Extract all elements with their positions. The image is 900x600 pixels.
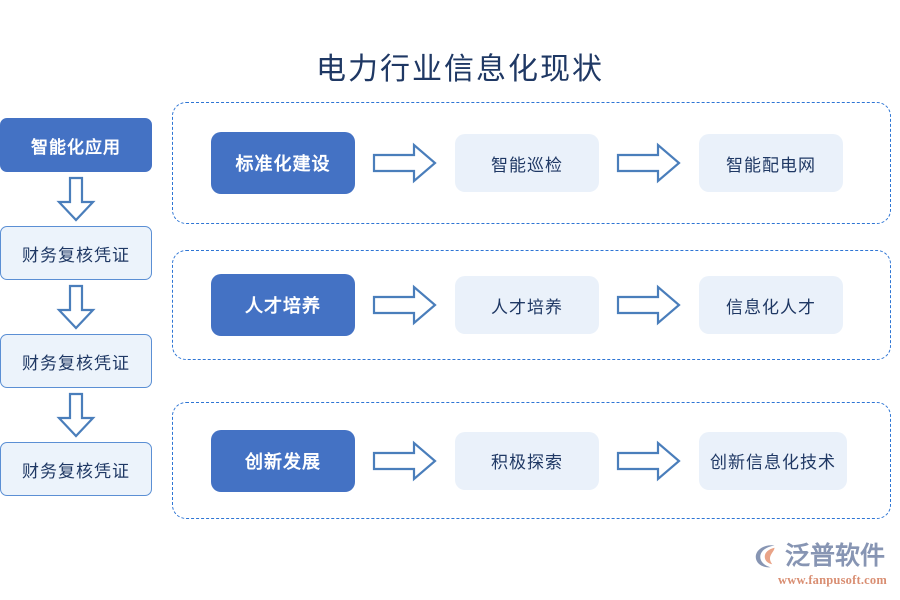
group-3-node-0[interactable]: 创新发展 xyxy=(211,429,355,492)
watermark-brand-row: 泛普软件 xyxy=(752,540,892,572)
group-row-1: 标准化建设 智能巡检 智能配电网 xyxy=(172,102,891,224)
group-row-1-flow: 标准化建设 智能巡检 智能配电网 xyxy=(211,132,843,194)
arrow-right-icon xyxy=(599,142,699,184)
group-3-node-2-label: 创新信息化技术 xyxy=(710,453,836,472)
watermark-url: www.fanpusoft.com xyxy=(778,573,887,587)
chain-node-2[interactable]: 财务复核凭证 xyxy=(0,334,152,388)
chain-node-0[interactable]: 智能化应用 xyxy=(0,118,152,172)
group-3-node-1[interactable]: 积极探索 xyxy=(455,431,599,490)
arrow-right-icon-svg xyxy=(616,440,681,481)
arrow-right-icon xyxy=(355,440,455,482)
group-2-node-1[interactable]: 人才培养 xyxy=(455,276,599,334)
arrow-down-icon-svg xyxy=(56,392,96,438)
group-1-node-2-label: 智能配电网 xyxy=(726,155,816,175)
group-3-node-2[interactable]: 创新信息化技术 xyxy=(699,431,847,490)
arrow-right-icon-svg xyxy=(616,142,681,184)
group-2-node-0-label: 人才培养 xyxy=(245,296,321,316)
arrow-right-icon xyxy=(599,284,699,326)
chain-node-2-label: 财务复核凭证 xyxy=(22,353,130,373)
fanpu-logo-icon xyxy=(755,545,775,568)
group-row-3: 创新发展 积极探索 创新信息化技术 xyxy=(172,402,891,519)
arrow-right-icon xyxy=(355,142,455,184)
arrow-right-icon xyxy=(599,440,699,482)
page-title: 电力行业信息化现状 xyxy=(316,53,604,86)
watermark-logo: 泛普软件 www.fanpusoft.com xyxy=(752,540,892,590)
arrow-right-icon-svg xyxy=(616,284,681,326)
chain-node-1-label: 财务复核凭证 xyxy=(22,245,130,265)
arrow-down-icon xyxy=(0,280,152,334)
group-2-node-0[interactable]: 人才培养 xyxy=(211,274,355,336)
group-row-3-flow: 创新发展 积极探索 创新信息化技术 xyxy=(211,429,847,492)
arrow-down-icon-svg xyxy=(56,284,96,330)
arrow-right-icon-svg xyxy=(372,440,437,481)
arrow-down-icon xyxy=(0,388,152,442)
arrow-down-icon-svg xyxy=(56,176,96,222)
arrow-right-icon-svg xyxy=(372,284,437,326)
group-1-node-1[interactable]: 智能巡检 xyxy=(455,134,599,192)
arrow-down-icon xyxy=(0,172,152,226)
chain-node-3-label: 财务复核凭证 xyxy=(22,461,130,481)
group-1-node-0[interactable]: 标准化建设 xyxy=(211,132,355,194)
chain-node-0-label: 智能化应用 xyxy=(31,137,121,157)
group-1-node-1-label: 智能巡检 xyxy=(491,155,563,175)
arrow-right-icon-svg xyxy=(372,142,437,184)
chain-node-3[interactable]: 财务复核凭证 xyxy=(0,442,152,496)
group-2-node-2-label: 信息化人才 xyxy=(726,297,816,317)
group-1-node-2[interactable]: 智能配电网 xyxy=(699,134,843,192)
group-1-node-0-label: 标准化建设 xyxy=(235,154,331,174)
chain-node-1[interactable]: 财务复核凭证 xyxy=(0,226,152,280)
group-3-node-1-label: 积极探索 xyxy=(491,453,563,472)
group-row-2-flow: 人才培养 人才培养 信息化人才 xyxy=(211,274,843,336)
group-2-node-2[interactable]: 信息化人才 xyxy=(699,276,843,334)
arrow-right-icon xyxy=(355,284,455,326)
watermark-name: 泛普软件 xyxy=(785,542,886,570)
group-row-2: 人才培养 人才培养 信息化人才 xyxy=(172,250,891,360)
left-flow-chain: 智能化应用 财务复核凭证 财务复核凭证 财务复核凭证 xyxy=(0,118,156,496)
group-2-node-1-label: 人才培养 xyxy=(491,297,563,317)
group-3-node-0-label: 创新发展 xyxy=(245,451,321,472)
